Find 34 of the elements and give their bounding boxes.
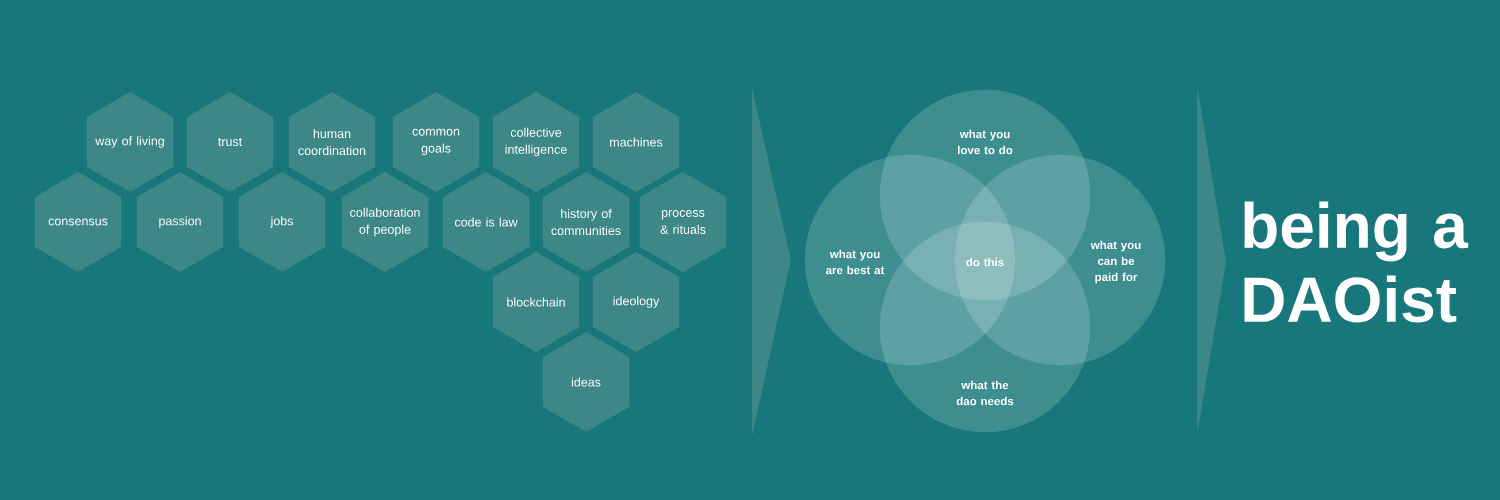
hexagon-box: blockchain xyxy=(492,252,580,352)
headline: being a DAOist xyxy=(1244,201,1469,323)
hexagon-box: jobs xyxy=(238,172,326,272)
node-label: jobs xyxy=(270,216,294,228)
venn-label: do this xyxy=(966,257,1004,267)
hexagon-box: collective intelligence xyxy=(492,92,580,192)
node-label: code is law xyxy=(454,217,518,227)
hexagon-box: ideas xyxy=(542,332,630,432)
node-label: machines xyxy=(610,137,663,147)
hexagon-box: trust xyxy=(186,92,274,192)
node-label: ideas xyxy=(571,377,601,387)
hexagon-box: process & rituals xyxy=(639,172,727,272)
node-label: blockchain xyxy=(507,297,565,307)
hexagon-box: way of living xyxy=(86,92,174,192)
hexagon-box: machines xyxy=(592,92,680,192)
hexagon-box: history of communities xyxy=(542,172,630,272)
node-label: history of communities xyxy=(551,208,621,236)
node-label: ideology xyxy=(613,296,660,308)
hexagon-box: consensus xyxy=(34,172,122,272)
hexagon-box: collaboration of people xyxy=(341,172,429,272)
chevron-arrow xyxy=(1197,86,1226,434)
hexagon-box: human coordination xyxy=(288,92,376,192)
hexagon-box: common goals xyxy=(392,92,480,192)
node-label: common goals xyxy=(412,128,460,156)
hexagon-box: ideology xyxy=(592,252,680,352)
node-label: way of living xyxy=(95,136,164,148)
node-label: trust xyxy=(218,137,243,147)
node-label: collaboration of people xyxy=(350,207,420,237)
node-label: passion xyxy=(159,216,201,228)
node-label: collective intelligence xyxy=(505,127,567,157)
node-label: human coordination xyxy=(298,128,366,156)
chevron-arrow xyxy=(752,88,791,436)
hexagon-box: passion xyxy=(136,172,224,272)
hexagon-box: code is law xyxy=(442,172,530,272)
